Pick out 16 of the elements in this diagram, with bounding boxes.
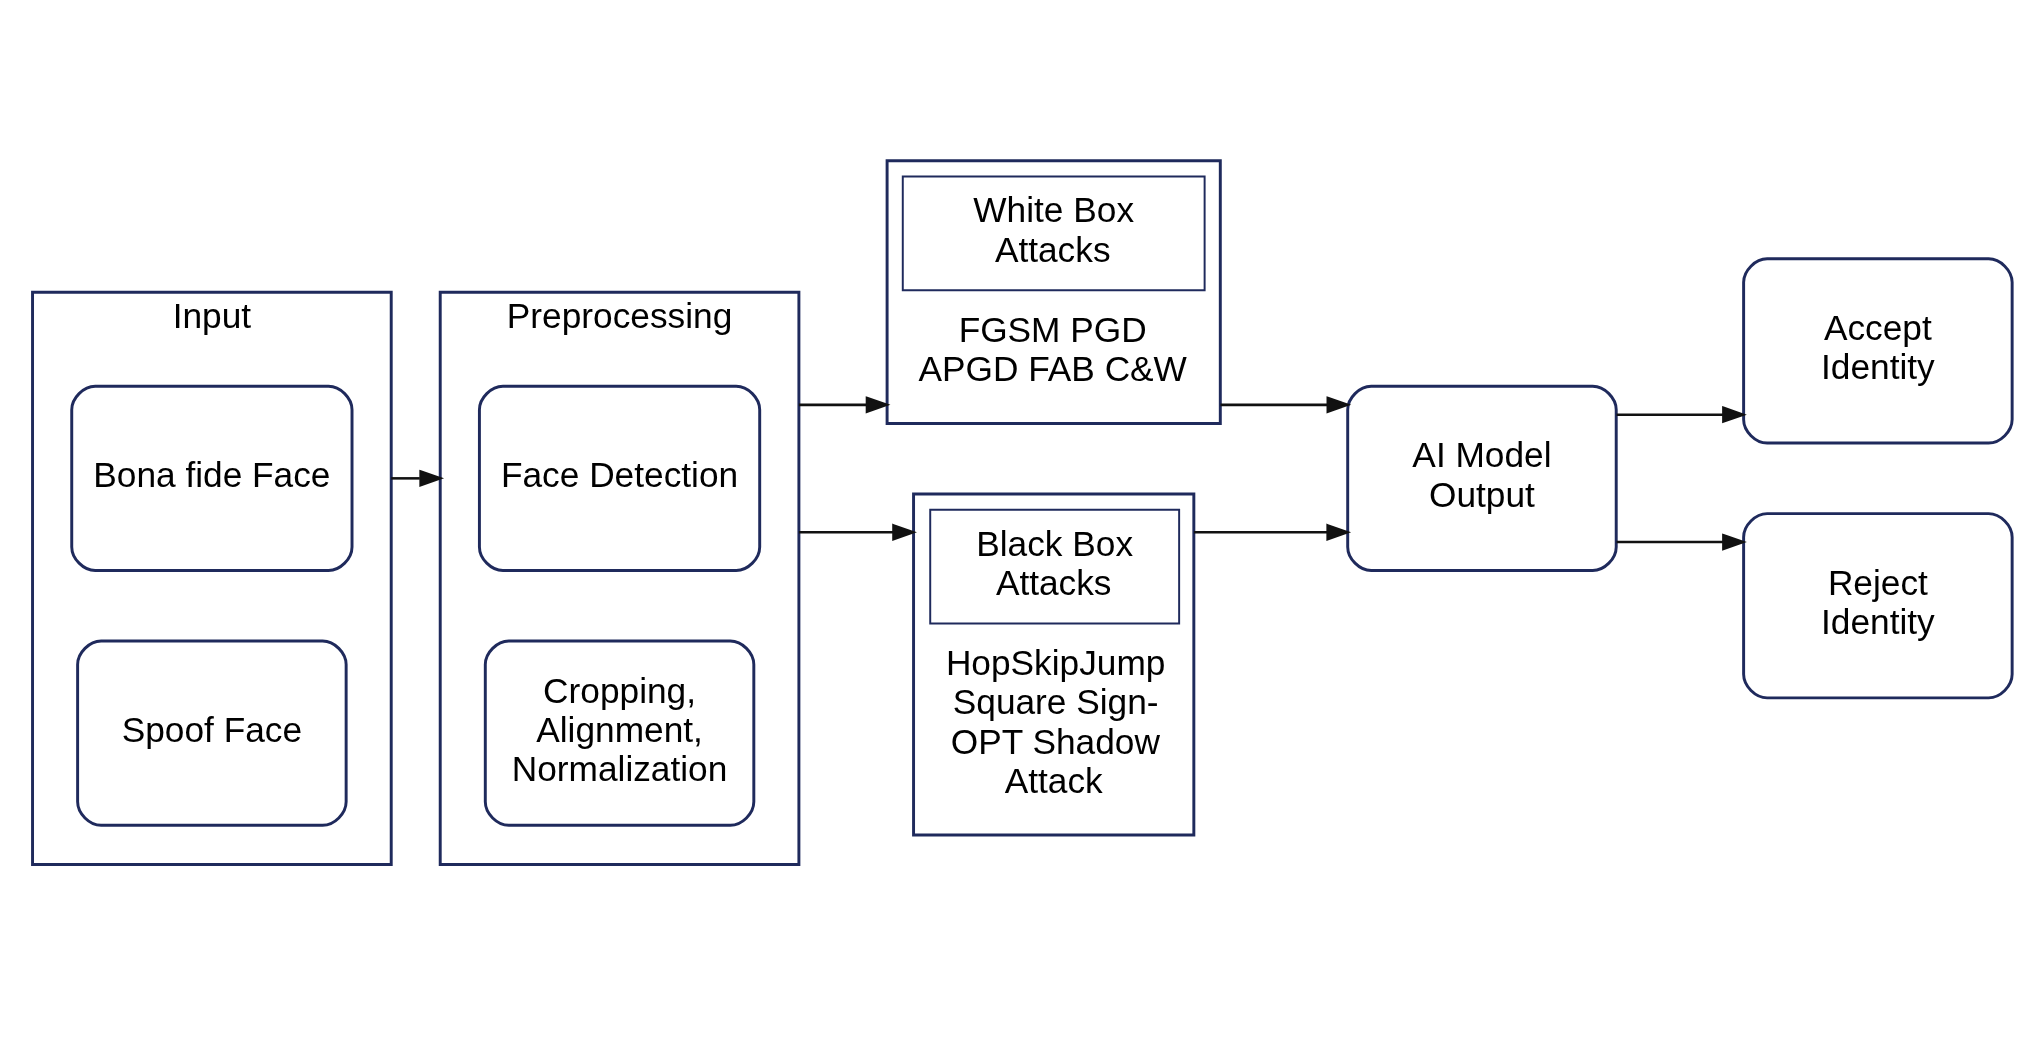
node-box: Spoof Face — [76, 639, 348, 827]
arrow — [1220, 395, 1352, 413]
node-box: AI Model Output — [1346, 384, 1618, 572]
arrow — [1616, 405, 1747, 423]
arrow — [1193, 523, 1352, 541]
node-box: Accept Identity — [1742, 256, 2014, 445]
node-box: Cropping, Alignment, Normalization — [483, 639, 756, 827]
node-box: Reject Identity — [1742, 511, 2014, 699]
arrow — [798, 523, 917, 541]
node-box: Face Detection — [477, 384, 762, 572]
arrow — [798, 395, 891, 413]
node-box: White Box Attacks FGSM PGD APGD FAB C&W — [885, 158, 1222, 425]
arrow — [391, 469, 445, 487]
arrow — [1616, 532, 1747, 551]
node-box: Bona fide Face — [70, 384, 354, 572]
node-box: Black Box Attacks HopSkipJump Square Sign-OPT Shadow Attack — [912, 492, 1196, 837]
